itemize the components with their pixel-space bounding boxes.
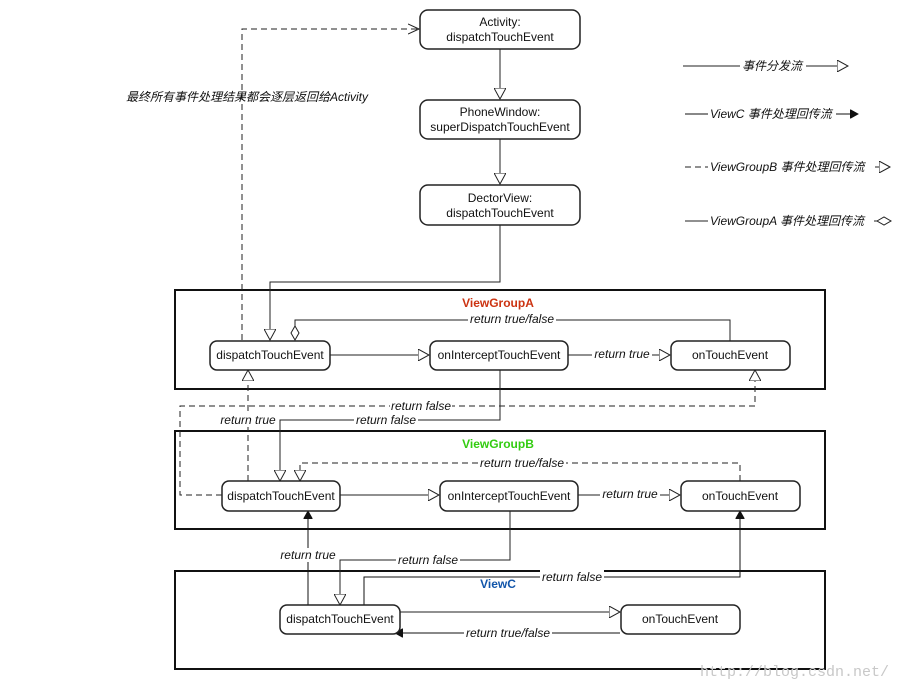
node-phonewindow-line2: superDispatchTouchEvent <box>430 120 570 134</box>
a-return-true-left-label: return true <box>220 413 276 427</box>
node-a-dispatch-label: dispatchTouchEvent <box>216 348 324 362</box>
node-b-touch-label: onTouchEvent <box>702 489 779 503</box>
legend-viewgroupb-label: ViewGroupB 事件处理回传流 <box>710 160 866 174</box>
label-bg <box>708 159 874 174</box>
legend: 事件分发流 ViewC 事件处理回传流 ViewGroupB 事件处理回传流 V… <box>683 58 893 228</box>
label-bg <box>708 106 836 121</box>
node-c-touch-label: onTouchEvent <box>642 612 719 626</box>
c-return-true-label: return true <box>280 548 336 562</box>
viewc-container <box>174 570 826 670</box>
node-dectorview: DectorView: dispatchTouchEvent <box>419 184 581 226</box>
label-bg <box>468 312 556 326</box>
viewgroup-a-title: ViewGroupA <box>462 296 534 310</box>
b-return-true-label: return true <box>602 487 658 501</box>
arrow-b-dispatch-to-a-touch <box>179 370 755 496</box>
label-bg <box>708 213 874 228</box>
node-dectorview-line2: dispatchTouchEvent <box>446 206 554 220</box>
node-a-dispatch: dispatchTouchEvent <box>209 340 331 371</box>
a-return-false-mid-label: return false <box>356 413 416 427</box>
node-b-touch: onTouchEvent <box>680 480 801 512</box>
node-b-dispatch: dispatchTouchEvent <box>221 480 341 512</box>
node-a-intercept-label: onInterceptTouchEvent <box>438 348 561 362</box>
viewc-title: ViewC <box>480 577 516 591</box>
node-b-intercept: onInterceptTouchEvent <box>439 480 579 512</box>
node-c-dispatch-label: dispatchTouchEvent <box>286 612 394 626</box>
label-bg <box>278 548 338 562</box>
node-b-intercept-label: onInterceptTouchEvent <box>448 489 571 503</box>
node-a-intercept: onInterceptTouchEvent <box>429 340 569 371</box>
watermark: http://blog.csdn.net/ <box>700 664 889 681</box>
c-return-false-left-label: return false <box>398 553 458 567</box>
node-c-touch: onTouchEvent <box>620 604 741 635</box>
node-a-touch-label: onTouchEvent <box>692 348 769 362</box>
b-return-true-false-label: return true/false <box>480 456 564 470</box>
a-return-false-top-label: return false <box>391 399 451 413</box>
label-bg <box>390 399 452 413</box>
node-activity-line1: Activity: <box>479 15 520 29</box>
legend-viewgroupa-label: ViewGroupA 事件处理回传流 <box>710 214 866 228</box>
arrow-a-dispatch-to-activity <box>241 29 419 340</box>
label-bg <box>740 58 806 73</box>
node-dectorview-line1: DectorView: <box>468 191 532 205</box>
a-return-true-label: return true <box>594 347 650 361</box>
label-bg <box>396 553 460 567</box>
node-activity: Activity: dispatchTouchEvent <box>419 9 581 50</box>
arrow-dectorview-to-a-dispatch <box>270 225 501 340</box>
label-bg <box>592 347 652 361</box>
viewgroup-b-title: ViewGroupB <box>462 437 534 451</box>
c-return-true-false-label: return true/false <box>466 626 550 640</box>
node-activity-line2: dispatchTouchEvent <box>446 30 554 44</box>
label-bg <box>600 487 660 501</box>
label-bg <box>464 626 552 640</box>
node-phonewindow-line1: PhoneWindow: <box>460 105 541 119</box>
label-bg <box>354 413 418 427</box>
legend-viewc-label: ViewC 事件处理回传流 <box>710 107 834 121</box>
node-b-dispatch-label: dispatchTouchEvent <box>227 489 335 503</box>
label-bg <box>218 413 278 427</box>
c-return-false-right-label: return false <box>542 570 602 584</box>
legend-dispatch-label: 事件分发流 <box>742 59 804 73</box>
label-bg <box>478 456 566 470</box>
node-phonewindow: PhoneWindow: superDispatchTouchEvent <box>419 99 581 140</box>
node-a-touch: onTouchEvent <box>670 340 791 371</box>
final-return-label: 最终所有事件处理结果都会逐层返回给Activity <box>126 90 369 104</box>
viewgroup-b-container <box>174 430 826 530</box>
node-c-dispatch: dispatchTouchEvent <box>279 604 401 635</box>
a-return-true-false-label: return true/false <box>470 312 554 326</box>
label-bg <box>540 570 604 584</box>
